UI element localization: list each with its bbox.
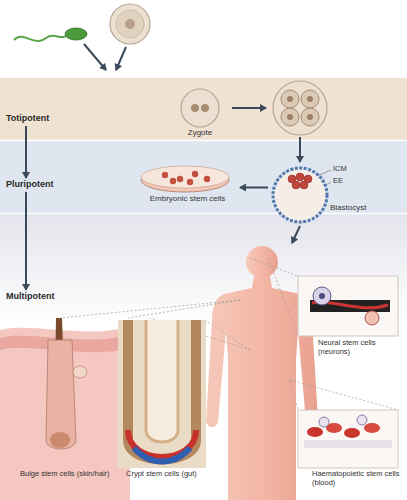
sperm-cell: [14, 28, 87, 41]
totipotent-band: [0, 78, 407, 140]
neural-inset: [298, 276, 398, 336]
callout-label: ICM: [333, 165, 363, 174]
crypt-inset: [118, 320, 206, 468]
dish-node: Embryonic stem cells: [135, 162, 240, 210]
zygote-node: Zygote: [172, 88, 228, 138]
cleavage-arrow: [232, 107, 266, 109]
egg-cell: [110, 4, 150, 44]
multipotent-band: [0, 214, 407, 324]
blast-node: Blastocyst: [268, 165, 383, 225]
fertilization-arrow: [116, 47, 126, 70]
skin-inset: [0, 318, 130, 500]
development-arrow: [299, 137, 301, 162]
blast-shape: [268, 165, 383, 225]
fertilization-arrow: [84, 44, 106, 70]
callout-label: Haematopoietic stem cells (blood): [312, 470, 402, 487]
four-cell-embryo: [273, 81, 327, 135]
node-label: Blastocyst: [330, 203, 383, 212]
level-label: Multipotent: [6, 292, 55, 301]
level-label: Pluripotent: [6, 180, 54, 189]
node-label: Embryonic stem cells: [135, 194, 240, 203]
callout-label: Crypt stem cells (gut): [126, 470, 204, 479]
flow-arrow: [240, 187, 268, 189]
level-label: Totipotent: [6, 114, 49, 123]
callout-label: EE: [333, 177, 363, 186]
blood-inset: [298, 410, 398, 468]
node-label: Zygote: [172, 128, 228, 137]
development-arrow: [292, 226, 300, 243]
potency-level: Multipotent: [6, 290, 46, 304]
callout-label: Bulge stem cells (skin/hair): [20, 470, 110, 479]
potency-level: Pluripotent: [6, 178, 46, 192]
flow-arrow: [25, 192, 27, 290]
potency-level: Totipotent: [6, 112, 46, 126]
flow-arrow: [25, 126, 27, 178]
callout-label: Neural stem cells (neurons): [318, 339, 398, 356]
pluripotent-band: [0, 141, 407, 213]
